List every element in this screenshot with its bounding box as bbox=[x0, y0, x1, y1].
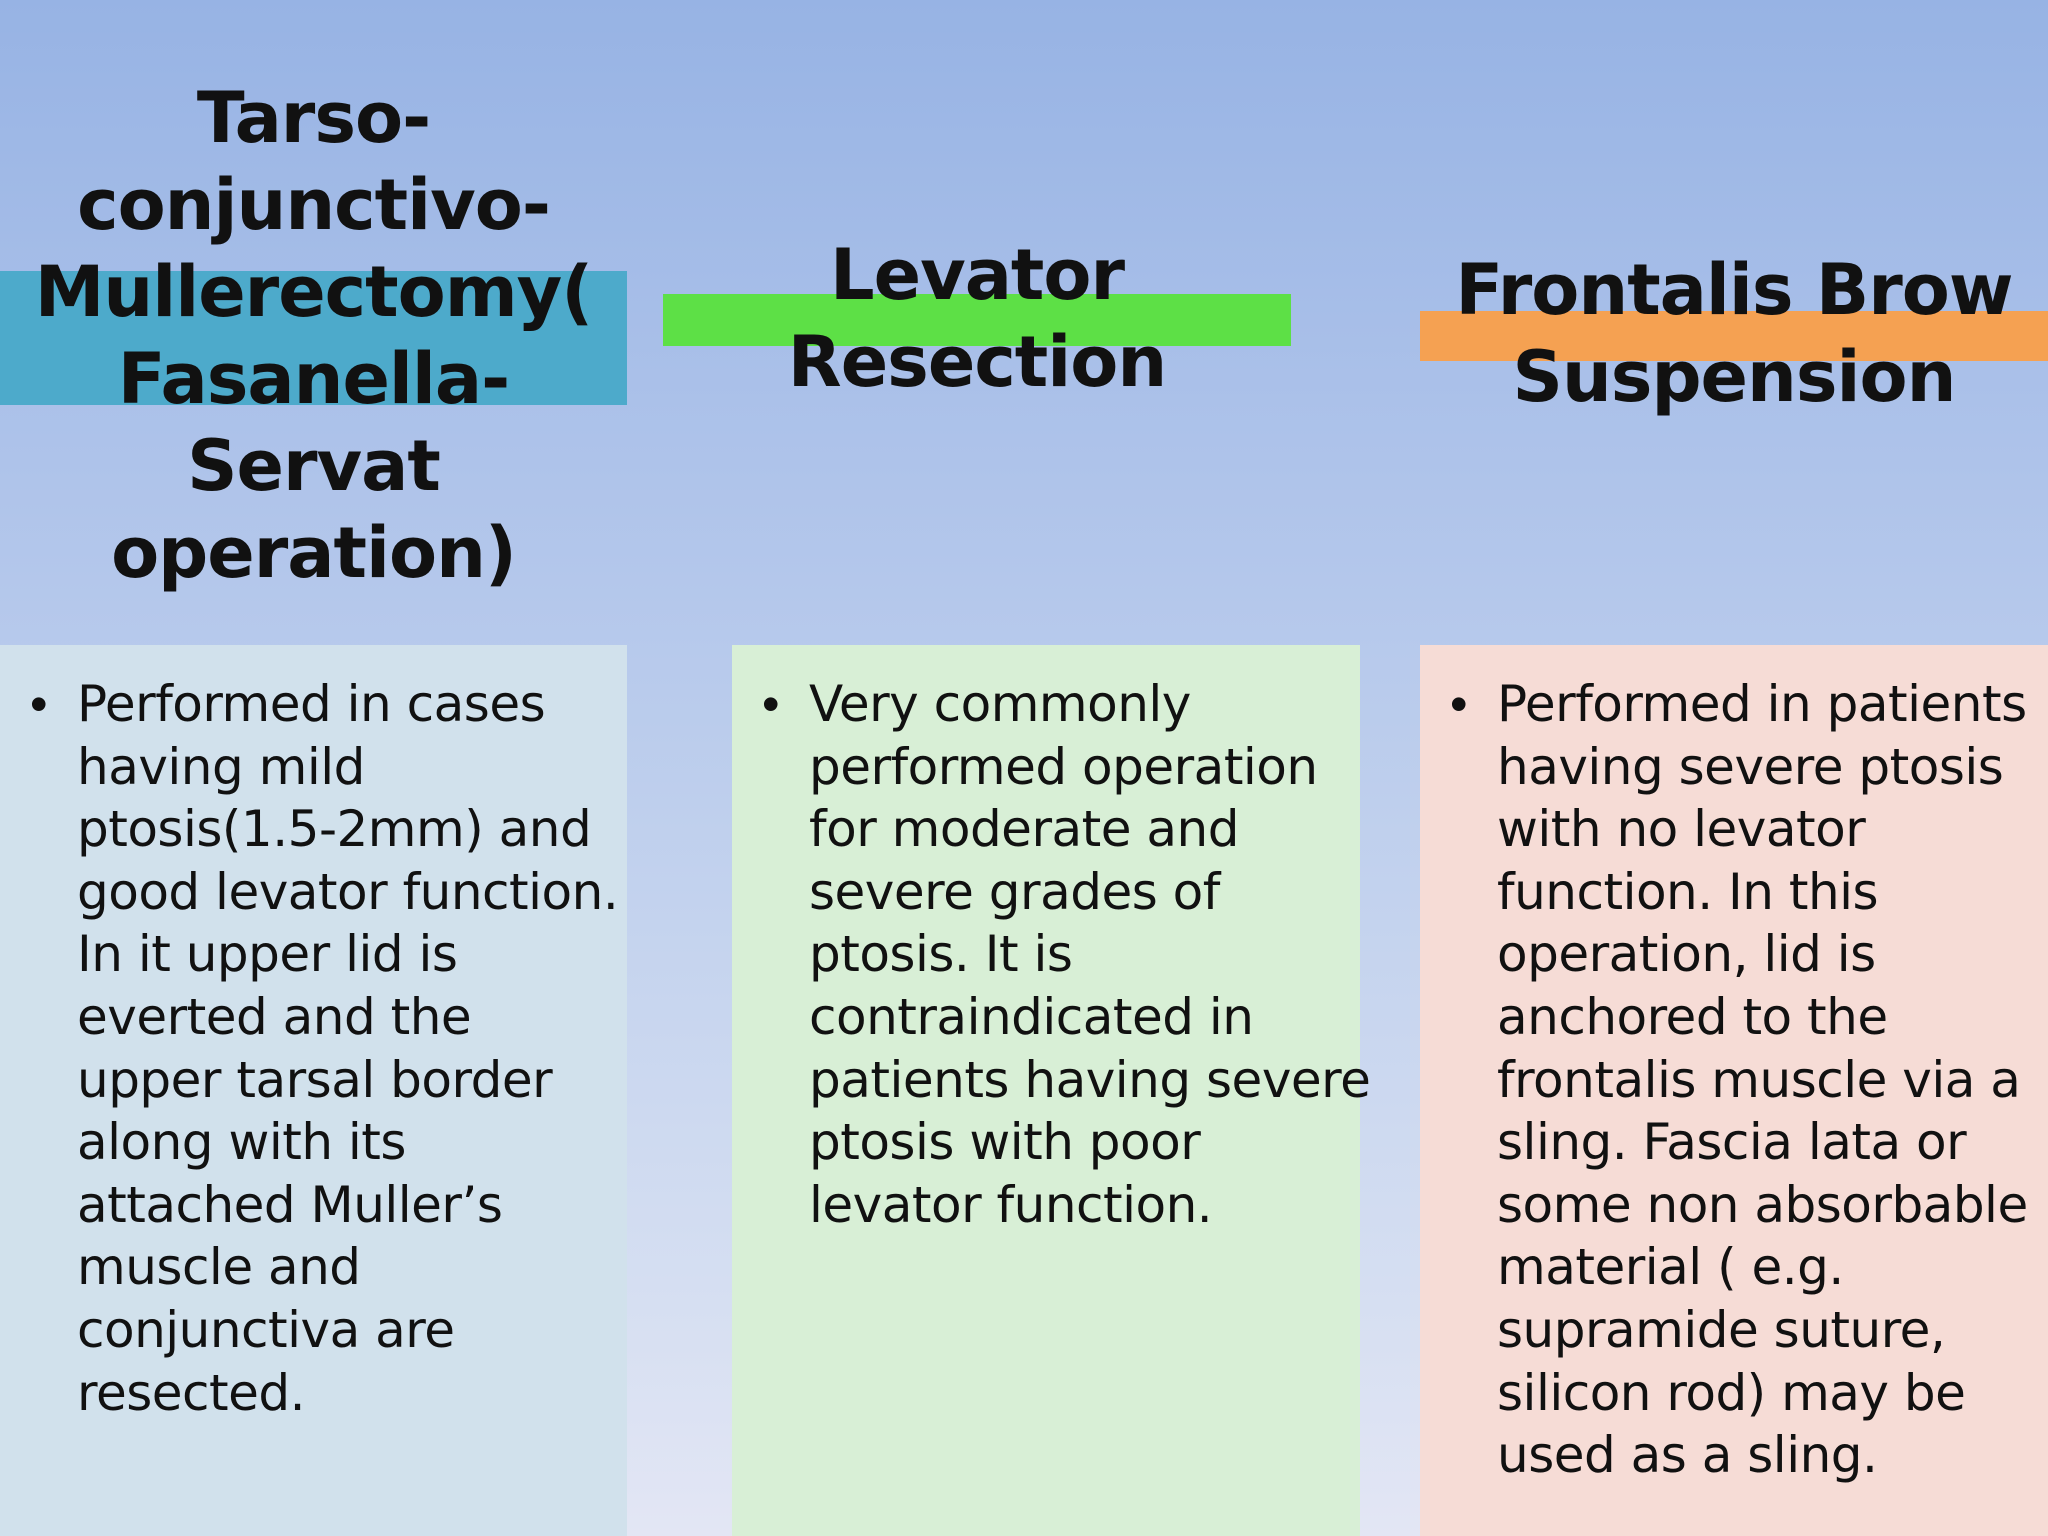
body-line: for moderate and bbox=[809, 800, 1239, 859]
heading-line: Tarso- bbox=[196, 77, 431, 159]
body-line: ptosis. It is bbox=[809, 925, 1073, 984]
body-line: Very commonly bbox=[809, 675, 1191, 733]
column-2-panel: • Very commonly performed operation for … bbox=[732, 645, 1371, 1536]
body-line: material ( e.g. bbox=[1497, 1238, 1844, 1297]
body-line: ptosis(1.5-2mm) and bbox=[77, 800, 592, 859]
body-line: contraindicated in bbox=[809, 987, 1254, 1046]
body-line: used as a sling. bbox=[1497, 1426, 1878, 1485]
body-line: severe grades of bbox=[809, 862, 1220, 921]
body-line: good levator function. bbox=[77, 862, 619, 921]
heading-line: Levator bbox=[829, 234, 1125, 316]
body-line: operation, lid is bbox=[1497, 925, 1876, 984]
bullet-text: Very commonly performed operation for mo… bbox=[809, 673, 1371, 1236]
body-line: attached Muller’s bbox=[77, 1175, 503, 1234]
body-line: muscle and bbox=[77, 1238, 361, 1297]
column-1-heading: Tarso- conjunctivo- Mullerectomy( Fasane… bbox=[0, 75, 627, 597]
bullet-dot-icon: • bbox=[1450, 676, 1468, 732]
body-line: frontalis muscle via a bbox=[1497, 1050, 2021, 1109]
column-1-panel: • Performed in cases having mild ptosis(… bbox=[0, 645, 627, 1536]
bullet-text: Performed in cases having mild ptosis(1.… bbox=[77, 673, 619, 1424]
body-line: conjunctiva are bbox=[77, 1300, 455, 1359]
heading-line: Servat bbox=[187, 425, 441, 507]
body-line: patients having severe bbox=[809, 1050, 1371, 1109]
body-line: some non absorbable bbox=[1497, 1175, 2028, 1234]
heading-line: Resection bbox=[787, 321, 1167, 403]
heading-line: Fasanella- bbox=[117, 338, 510, 420]
column-2-accent-bar bbox=[663, 294, 1291, 346]
body-line: In it upper lid is bbox=[77, 925, 458, 984]
body-line: silicon rod) may be bbox=[1497, 1363, 1966, 1422]
body-line: anchored to the bbox=[1497, 987, 1888, 1046]
body-line: supramide suture, bbox=[1497, 1300, 1946, 1359]
column-3-heading: Frontalis Brow Suspension bbox=[1420, 247, 2048, 421]
body-line: performed operation bbox=[809, 737, 1318, 796]
heading-line: conjunctivo- bbox=[77, 164, 551, 246]
body-line: levator function. bbox=[809, 1175, 1213, 1234]
body-line: resected. bbox=[77, 1363, 306, 1422]
body-line: having mild bbox=[77, 737, 365, 796]
heading-line: Mullerectomy( bbox=[34, 251, 594, 333]
heading-line: operation) bbox=[111, 512, 517, 594]
body-line: function. In this bbox=[1497, 862, 1879, 921]
column-3-accent-bar bbox=[1420, 311, 2048, 361]
body-line: upper tarsal border bbox=[77, 1050, 553, 1109]
bullet-dot-icon: • bbox=[762, 676, 780, 732]
body-line: Performed in cases bbox=[77, 675, 546, 733]
column-3-panel: • Performed in patients having severe pt… bbox=[1420, 645, 2048, 1536]
body-line: sling. Fascia lata or bbox=[1497, 1113, 1967, 1172]
bullet-dot-icon: • bbox=[30, 676, 48, 732]
body-line: ptosis with poor bbox=[809, 1113, 1201, 1172]
body-line: everted and the bbox=[77, 987, 472, 1046]
column-2-heading: Levator Resection bbox=[663, 232, 1291, 406]
body-line: with no levator bbox=[1497, 800, 1866, 859]
column-1-accent-bar bbox=[0, 271, 627, 405]
heading-line: Frontalis Brow bbox=[1455, 249, 2013, 331]
heading-line: Suspension bbox=[1512, 336, 1957, 418]
body-line: along with its bbox=[77, 1113, 406, 1172]
body-line: having severe ptosis bbox=[1497, 737, 2004, 796]
bullet-text: Performed in patients having severe ptos… bbox=[1497, 673, 2038, 1487]
body-line: Performed in patients bbox=[1497, 675, 2027, 733]
